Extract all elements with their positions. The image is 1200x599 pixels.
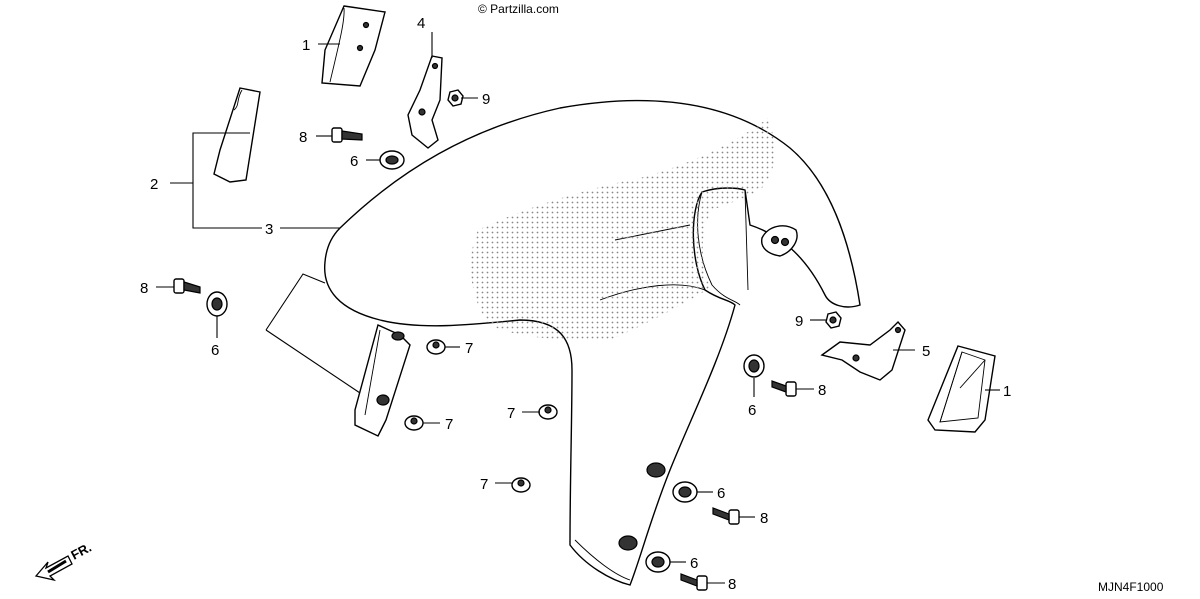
callout-8: 8 — [760, 510, 768, 527]
grommet[interactable] — [672, 481, 698, 503]
part-2-label[interactable] — [213, 87, 261, 183]
grommet[interactable] — [206, 291, 228, 317]
grommet[interactable] — [743, 354, 765, 378]
front-direction-label: FR. — [68, 540, 94, 563]
callout-8: 8 — [140, 280, 148, 297]
fender-hole — [618, 535, 638, 551]
watermark-text: © Partzilla.com — [478, 2, 559, 16]
callout-7: 7 — [480, 476, 488, 493]
nut[interactable] — [447, 89, 464, 107]
part-4-stay-bracket[interactable] — [407, 55, 443, 149]
front-arrow-icon: FR. — [34, 540, 94, 582]
callout-8: 8 — [728, 576, 736, 593]
clip[interactable] — [511, 477, 531, 493]
bolt[interactable] — [173, 278, 201, 294]
grommet[interactable] — [645, 551, 671, 573]
bolt[interactable] — [771, 380, 797, 397]
bolt[interactable] — [680, 573, 708, 591]
bolt[interactable] — [712, 507, 740, 525]
callout-9: 9 — [482, 91, 490, 108]
callout-8: 8 — [299, 129, 307, 146]
part-5-stay-bracket[interactable] — [820, 320, 906, 381]
diagram-code: MJN4F1000 — [1098, 580, 1164, 594]
fender-front-strut[interactable] — [354, 324, 411, 437]
callout-1: 1 — [302, 37, 310, 54]
callout-6: 6 — [690, 555, 698, 572]
fender-hole — [646, 462, 666, 478]
part-1-reflector-right[interactable] — [927, 345, 996, 433]
honda-wing-logo-icon — [470, 118, 775, 340]
callout-6: 6 — [211, 342, 219, 359]
part-1-pad-top[interactable] — [321, 5, 386, 87]
callout-7: 7 — [507, 405, 515, 422]
callout-8: 8 — [818, 382, 826, 399]
callout-5: 5 — [922, 343, 930, 360]
leader-lines — [156, 32, 1000, 584]
callout-7: 7 — [445, 416, 453, 433]
callout-7: 7 — [465, 340, 473, 357]
callout-6: 6 — [717, 485, 725, 502]
callout-9: 9 — [795, 313, 803, 330]
grommet[interactable] — [379, 150, 405, 170]
callout-6: 6 — [350, 153, 358, 170]
callout-4: 4 — [417, 15, 425, 32]
callout-1: 1 — [1003, 383, 1011, 400]
clip[interactable] — [538, 404, 558, 420]
nut[interactable] — [825, 311, 842, 329]
clip[interactable] — [426, 339, 446, 355]
clip[interactable] — [404, 415, 424, 431]
callout-3: 3 — [265, 221, 273, 238]
bolt[interactable] — [331, 127, 363, 143]
callout-2: 2 — [150, 176, 158, 193]
fender-mount-pad — [761, 225, 798, 257]
callout-6: 6 — [748, 402, 756, 419]
